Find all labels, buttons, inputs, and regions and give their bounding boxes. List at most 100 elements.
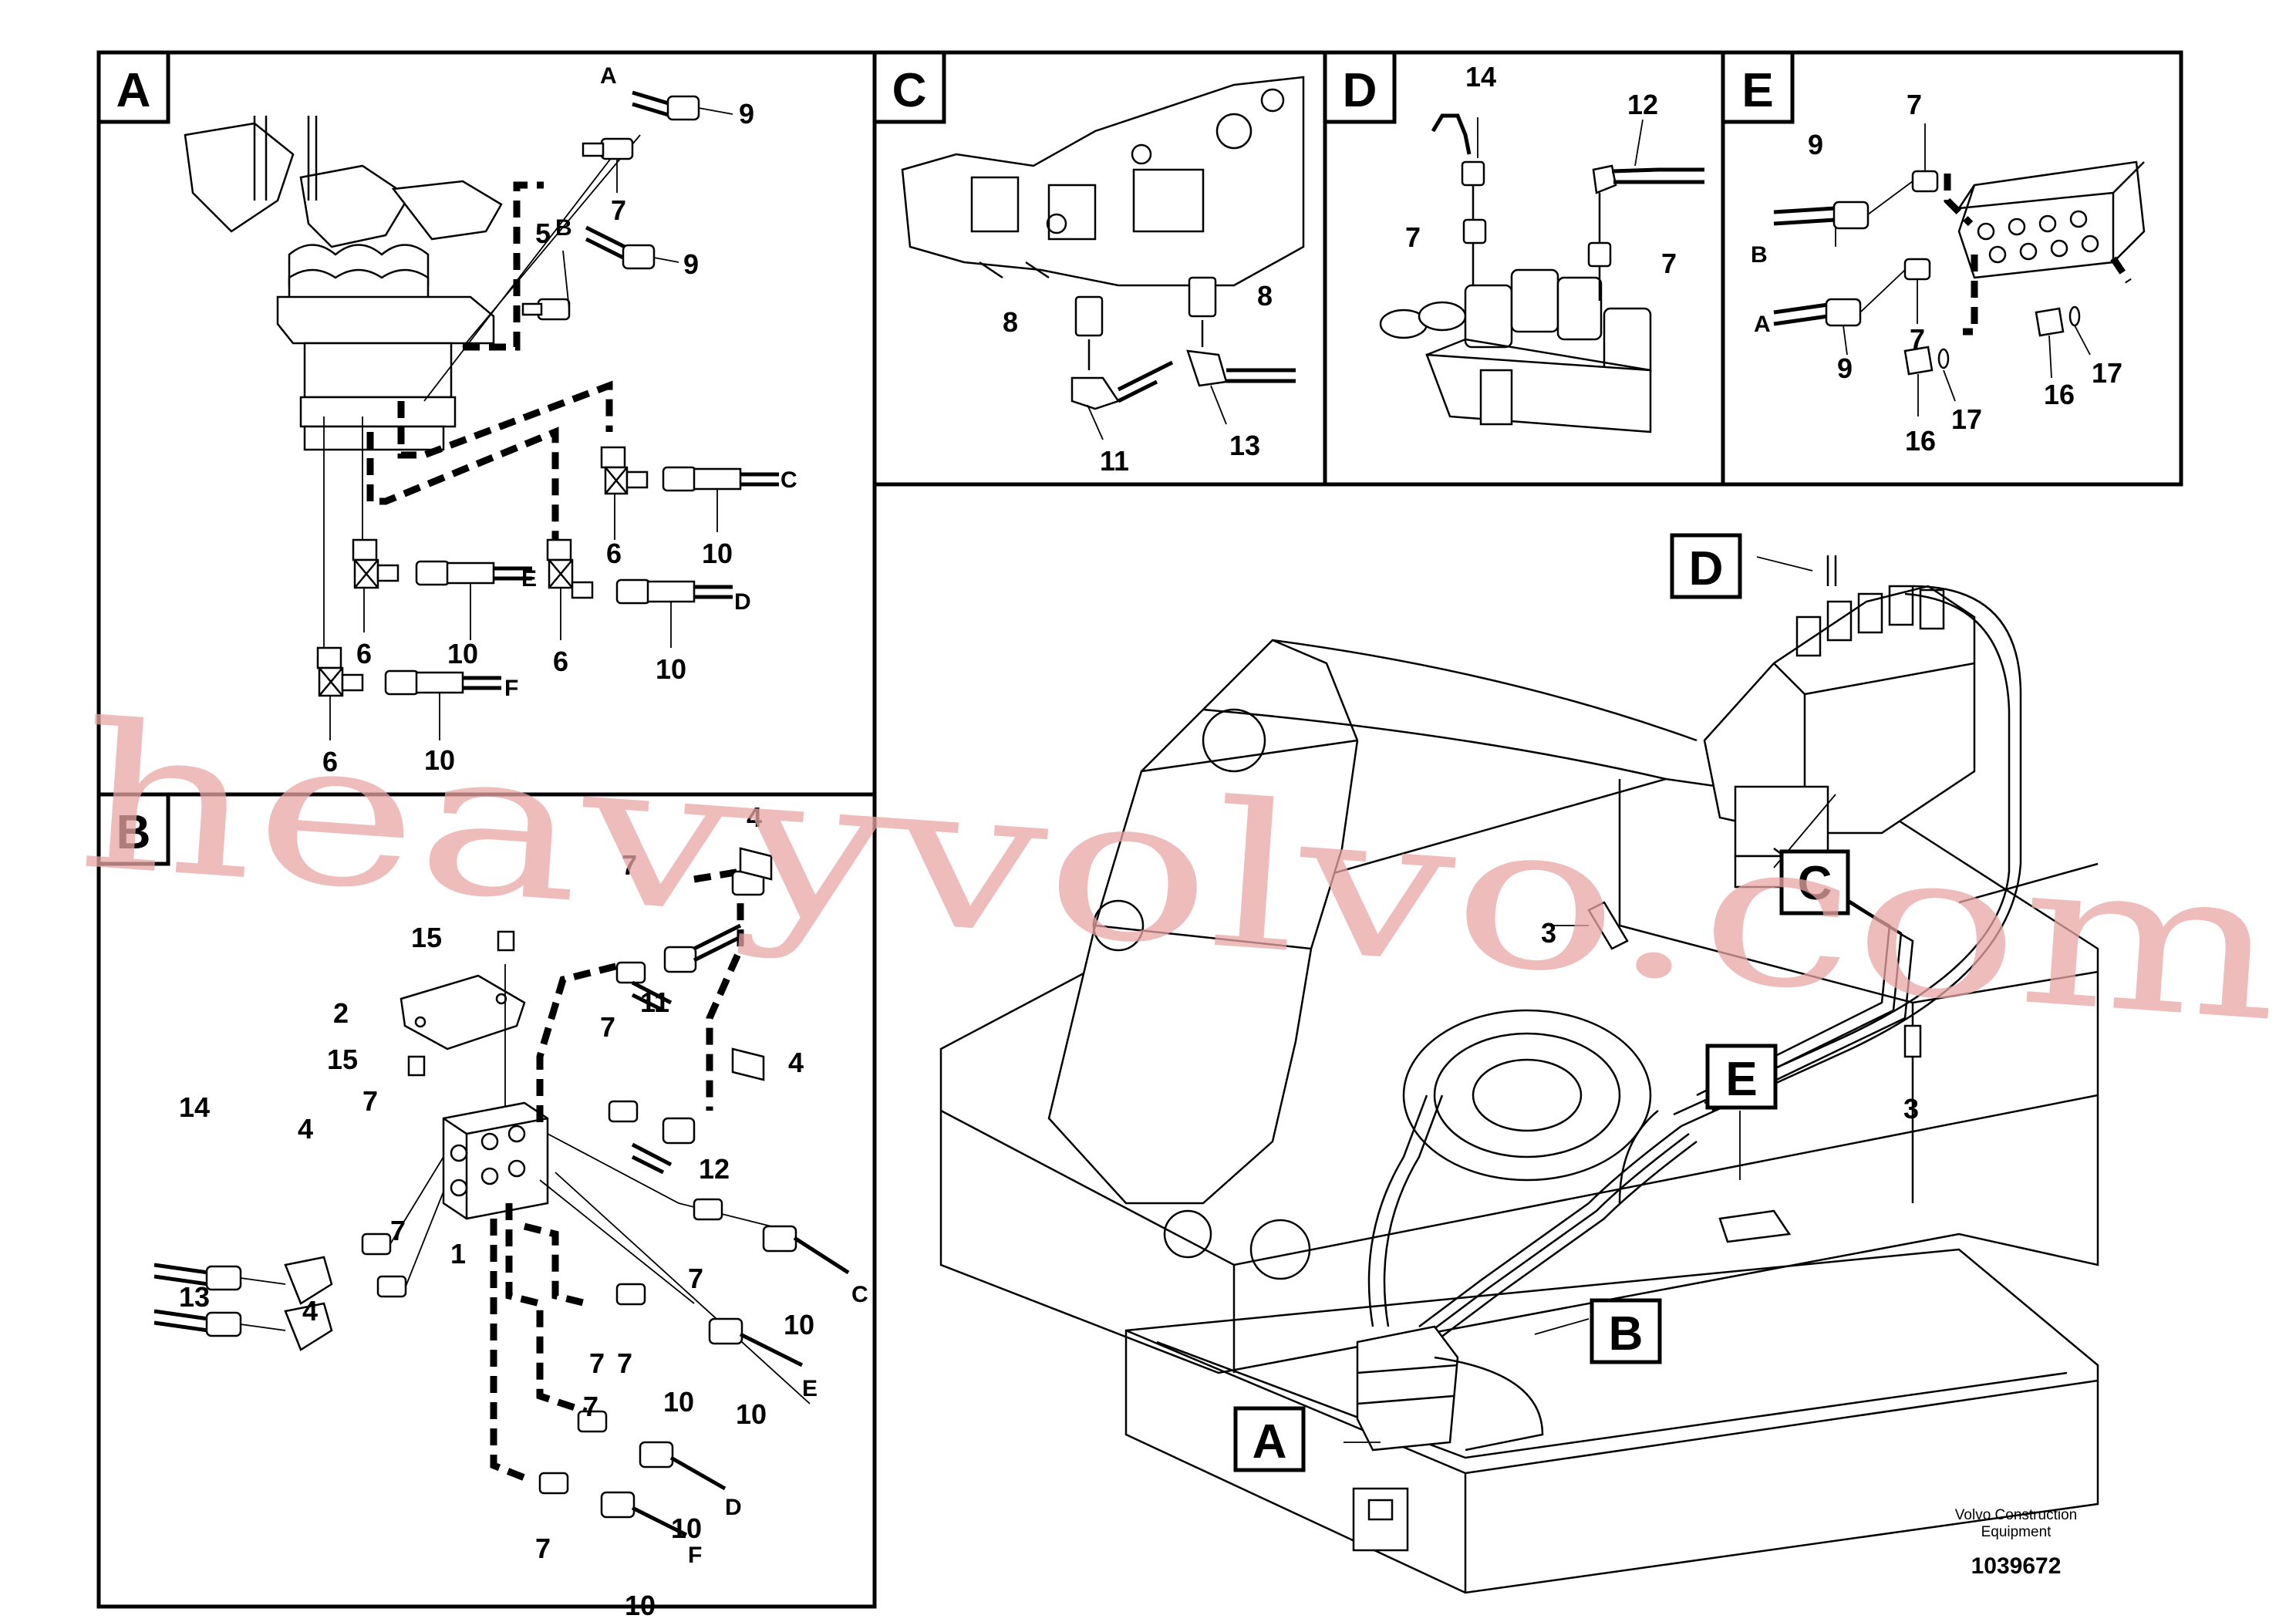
svg-text:11: 11 bbox=[1100, 445, 1129, 477]
ref-box-c: C bbox=[1779, 849, 1850, 916]
svg-text:7: 7 bbox=[617, 1347, 632, 1379]
svg-text:7: 7 bbox=[583, 1391, 598, 1422]
svg-text:8: 8 bbox=[1003, 306, 1018, 338]
svg-text:C: C bbox=[1798, 857, 1832, 910]
svg-text:7: 7 bbox=[1907, 89, 1922, 120]
svg-text:B: B bbox=[116, 806, 151, 859]
svg-text:9: 9 bbox=[1837, 352, 1853, 384]
svg-text:5: 5 bbox=[535, 218, 551, 249]
svg-text:E: E bbox=[802, 1376, 818, 1401]
panel-e-callouts: 7 9 7 9 16 17 16 17 B A bbox=[1751, 89, 2122, 457]
panel-a-callouts: 9 7 5 9 6 10 6 10 6 10 6 10 A B C E D F bbox=[322, 63, 797, 777]
panel-b-drawing bbox=[153, 847, 850, 1537]
panel-a-tag: A bbox=[96, 50, 170, 124]
panel-c-callouts: 8 8 11 13 bbox=[1003, 280, 1273, 477]
svg-text:6: 6 bbox=[606, 538, 622, 569]
svg-text:13: 13 bbox=[179, 1281, 210, 1313]
svg-text:17: 17 bbox=[1951, 403, 1982, 435]
svg-text:9: 9 bbox=[739, 98, 754, 130]
svg-text:15: 15 bbox=[411, 922, 442, 953]
ref-box-b: B bbox=[1590, 1298, 1662, 1364]
svg-text:10: 10 bbox=[447, 638, 478, 669]
svg-text:11: 11 bbox=[640, 986, 669, 1018]
svg-text:16: 16 bbox=[1905, 425, 1936, 457]
panel-b-callouts: 4 7 15 11 2 7 15 4 14 7 4 12 7 1 13 4 7 … bbox=[179, 801, 868, 1621]
panel-e-tag: E bbox=[1721, 50, 1795, 124]
svg-text:1: 1 bbox=[450, 1238, 466, 1270]
svg-text:8: 8 bbox=[1257, 280, 1273, 312]
svg-text:A: A bbox=[116, 64, 151, 117]
svg-text:9: 9 bbox=[683, 248, 699, 280]
svg-text:B: B bbox=[1609, 1307, 1644, 1361]
svg-text:D: D bbox=[734, 589, 751, 615]
svg-text:4: 4 bbox=[788, 1047, 804, 1078]
panel-e-drawing bbox=[1773, 123, 2146, 416]
svg-text:4: 4 bbox=[298, 1113, 313, 1145]
svg-text:Equipment: Equipment bbox=[1981, 1524, 2052, 1540]
svg-text:10: 10 bbox=[784, 1309, 814, 1340]
svg-text:E: E bbox=[1725, 1053, 1757, 1106]
svg-text:C: C bbox=[851, 1282, 868, 1307]
svg-text:7: 7 bbox=[688, 1263, 703, 1294]
svg-text:7: 7 bbox=[1405, 221, 1421, 253]
svg-text:B: B bbox=[1751, 242, 1768, 268]
svg-text:F: F bbox=[504, 676, 518, 701]
svg-text:10: 10 bbox=[663, 1386, 694, 1418]
svg-text:Volvo Construction: Volvo Construction bbox=[1955, 1507, 2077, 1523]
svg-text:7: 7 bbox=[362, 1085, 378, 1117]
svg-text:6: 6 bbox=[322, 746, 338, 777]
svg-text:7: 7 bbox=[1661, 248, 1677, 279]
svg-text:6: 6 bbox=[553, 646, 568, 677]
svg-text:10: 10 bbox=[702, 538, 733, 569]
ref-box-d: D bbox=[1670, 533, 1742, 599]
panel-a-drawing bbox=[184, 90, 779, 740]
panel-b-frame bbox=[96, 792, 877, 1609]
svg-text:6: 6 bbox=[356, 638, 372, 669]
svg-text:17: 17 bbox=[2092, 357, 2122, 389]
svg-text:D: D bbox=[725, 1495, 742, 1520]
svg-text:14: 14 bbox=[179, 1091, 210, 1123]
svg-text:7: 7 bbox=[600, 1011, 615, 1043]
svg-text:E: E bbox=[521, 566, 537, 592]
svg-text:10: 10 bbox=[656, 653, 686, 685]
svg-text:7: 7 bbox=[535, 1533, 551, 1564]
panel-e-frame bbox=[1721, 50, 2183, 487]
svg-text:A: A bbox=[600, 63, 617, 89]
svg-text:4: 4 bbox=[747, 801, 762, 833]
panel-b-tag: B bbox=[96, 792, 170, 866]
svg-text:13: 13 bbox=[1229, 430, 1260, 461]
panel-c-tag: C bbox=[872, 50, 946, 124]
svg-text:16: 16 bbox=[2044, 379, 2075, 410]
svg-text:4: 4 bbox=[302, 1295, 318, 1327]
svg-text:7: 7 bbox=[390, 1215, 406, 1246]
svg-text:F: F bbox=[688, 1543, 702, 1568]
svg-text:C: C bbox=[781, 467, 797, 493]
svg-text:C: C bbox=[892, 64, 927, 117]
svg-text:E: E bbox=[1741, 64, 1773, 117]
main-view-callouts: 3 3 bbox=[1541, 917, 1919, 1125]
svg-text:2: 2 bbox=[333, 997, 349, 1029]
svg-text:10: 10 bbox=[671, 1512, 702, 1544]
panel-d-tag: D bbox=[1323, 50, 1397, 124]
svg-text:7: 7 bbox=[622, 849, 637, 881]
ref-box-a: A bbox=[1233, 1406, 1306, 1472]
svg-text:D: D bbox=[1343, 64, 1377, 117]
svg-text:A: A bbox=[1754, 312, 1771, 337]
svg-text:B: B bbox=[555, 215, 572, 241]
svg-text:10: 10 bbox=[625, 1590, 656, 1621]
svg-text:15: 15 bbox=[327, 1044, 358, 1075]
svg-text:10: 10 bbox=[736, 1398, 767, 1430]
svg-text:3: 3 bbox=[1903, 1093, 1919, 1125]
svg-text:10: 10 bbox=[424, 744, 455, 776]
ref-box-e: E bbox=[1705, 1044, 1778, 1110]
svg-text:12: 12 bbox=[1627, 89, 1658, 120]
svg-text:7: 7 bbox=[589, 1347, 605, 1379]
svg-text:3: 3 bbox=[1541, 917, 1556, 949]
panel-c-drawing bbox=[901, 76, 1305, 440]
panel-d-drawing bbox=[1379, 113, 1704, 433]
svg-text:12: 12 bbox=[699, 1153, 730, 1185]
svg-text:14: 14 bbox=[1465, 61, 1496, 93]
credit-block: Volvo Construction Equipment 1039672 bbox=[1955, 1507, 2077, 1579]
svg-text:7: 7 bbox=[1910, 323, 1925, 355]
